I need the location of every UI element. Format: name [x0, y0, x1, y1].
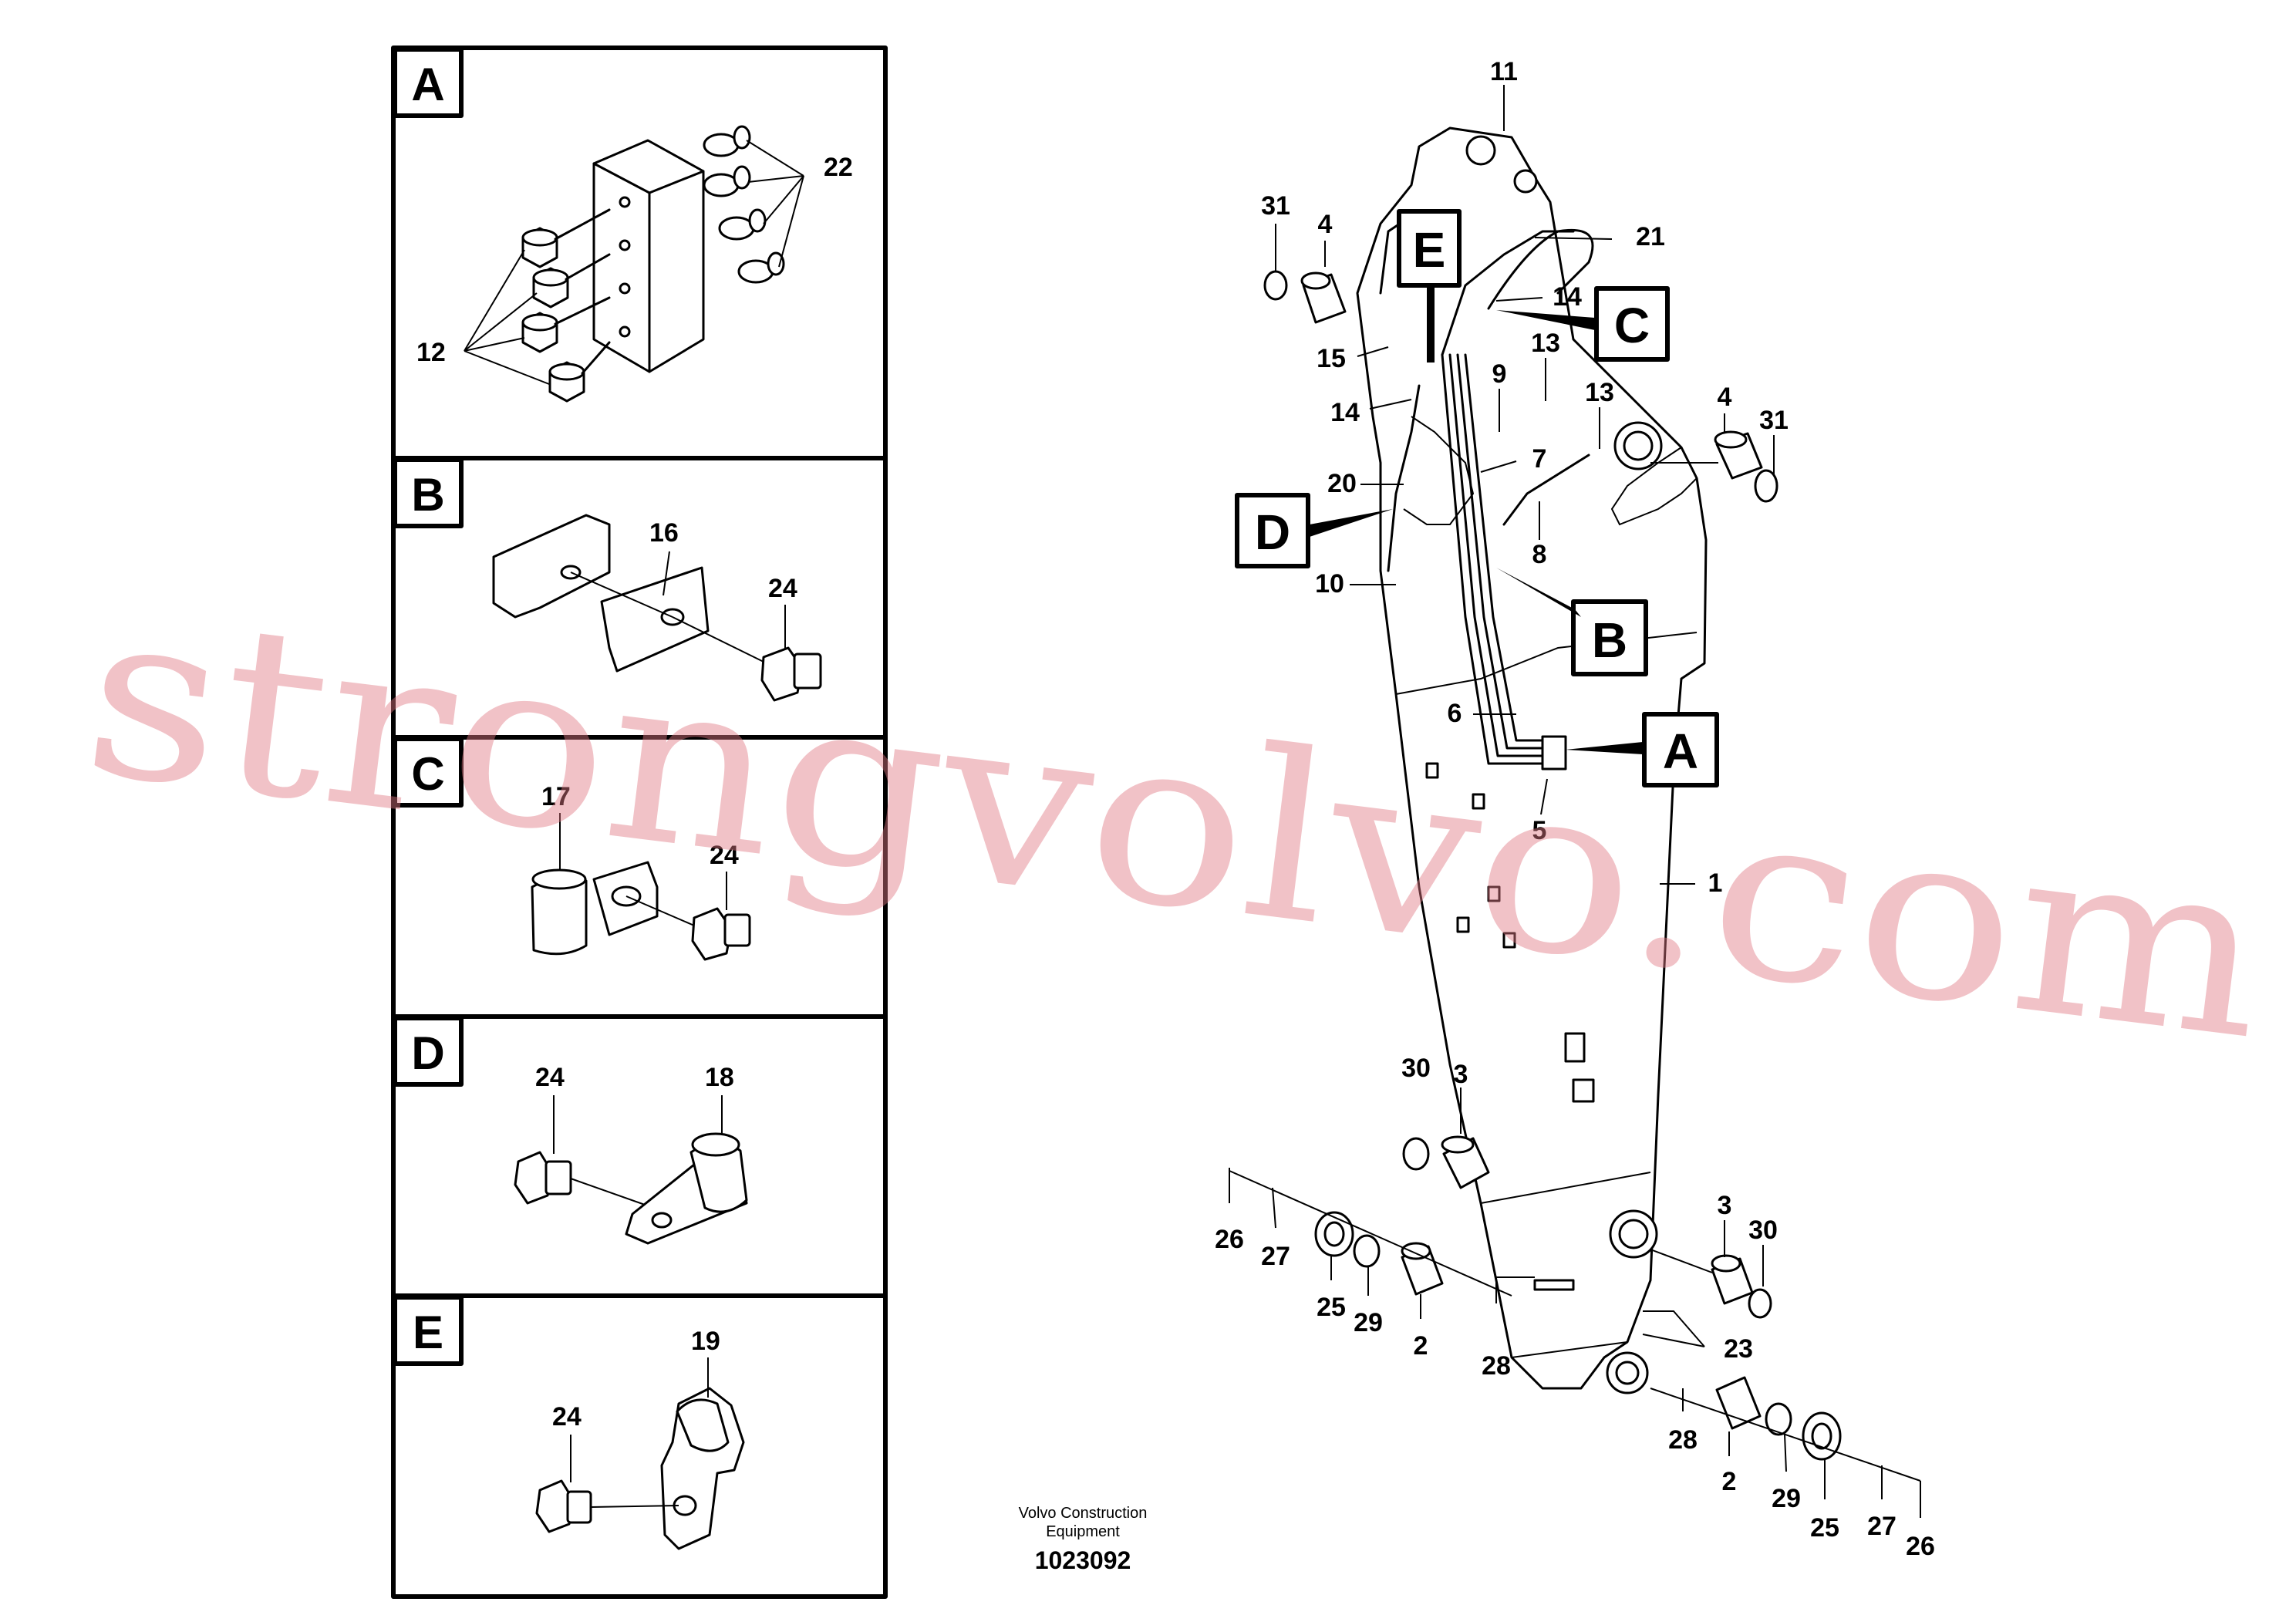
label-2-right: 2 — [1722, 1467, 1737, 1496]
callout-c: C — [1496, 286, 1670, 362]
svg-text:D: D — [1255, 504, 1290, 560]
label-8: 8 — [1532, 540, 1547, 569]
label-13-right: 13 — [1585, 378, 1614, 407]
label-23: 23 — [1724, 1334, 1753, 1364]
label-4-right: 4 — [1718, 383, 1732, 412]
callout-e: E — [1397, 209, 1462, 363]
callout-a: A — [1566, 712, 1719, 787]
svg-text:B: B — [1592, 612, 1627, 668]
label-16: 16 — [649, 518, 679, 548]
upper-pin-assembly — [1263, 270, 1347, 324]
label-14-mid: 14 — [1330, 398, 1360, 427]
label-27-left: 27 — [1261, 1242, 1290, 1271]
label-7: 7 — [1532, 444, 1547, 474]
label-3-left: 3 — [1454, 1060, 1468, 1089]
label-2-left: 2 — [1414, 1331, 1428, 1361]
label-13-top: 13 — [1531, 329, 1560, 358]
label-24-d: 24 — [535, 1063, 565, 1092]
label-26-right: 26 — [1906, 1532, 1935, 1561]
label-24-b: 24 — [768, 574, 797, 603]
label-30-right: 30 — [1748, 1216, 1778, 1245]
svg-text:A: A — [1663, 723, 1698, 779]
panel-e-letter: E — [413, 1307, 443, 1358]
pin-assembly-left — [1229, 1135, 1512, 1297]
label-25-right: 25 — [1810, 1513, 1839, 1543]
part-number-labels: 11 31 4 21 14 15 13 9 14 13 4 31 20 7 8 … — [1215, 57, 1935, 1561]
label-5: 5 — [1532, 816, 1547, 845]
callout-d: D — [1235, 493, 1393, 568]
label-24-e: 24 — [552, 1402, 582, 1431]
label-19: 19 — [691, 1327, 720, 1356]
panel-d-letter: D — [411, 1027, 444, 1079]
label-14-top: 14 — [1553, 282, 1582, 312]
label-21: 21 — [1636, 222, 1665, 251]
label-27-right: 27 — [1867, 1512, 1896, 1541]
label-15: 15 — [1317, 344, 1346, 373]
label-26-left: 26 — [1215, 1225, 1244, 1254]
document-number: 1023092 — [1035, 1546, 1131, 1574]
label-25-left: 25 — [1317, 1293, 1346, 1322]
fitting-12 — [521, 208, 611, 403]
fitting-22 — [703, 125, 785, 284]
boom-arm — [1356, 126, 1708, 1394]
label-22: 22 — [824, 153, 853, 182]
panel-d: D 24 18 — [393, 1016, 748, 1245]
label-1: 1 — [1708, 868, 1723, 898]
svg-text:E: E — [1413, 222, 1446, 278]
label-9: 9 — [1492, 359, 1507, 389]
caption-line-1: Volvo Construction — [1019, 1505, 1148, 1522]
label-11: 11 — [1490, 57, 1518, 86]
label-10: 10 — [1315, 569, 1344, 599]
callout-b: B — [1496, 568, 1648, 676]
label-18: 18 — [705, 1063, 734, 1092]
label-24-c: 24 — [710, 841, 739, 870]
panel-b: B 16 24 — [393, 457, 822, 702]
caption-line-2: Equipment — [1046, 1523, 1120, 1540]
label-29-right: 29 — [1772, 1484, 1801, 1513]
svg-text:C: C — [1614, 298, 1650, 353]
panel-c: C 17 24 — [393, 737, 751, 961]
label-6: 6 — [1448, 699, 1462, 728]
caption: Volvo Construction Equipment 1023092 — [1019, 1505, 1148, 1574]
panel-a-letter: A — [411, 59, 444, 110]
label-28-right: 28 — [1668, 1425, 1698, 1455]
panel-c-letter: C — [411, 748, 444, 800]
label-12: 12 — [416, 338, 446, 367]
label-4: 4 — [1318, 210, 1333, 239]
pin-assembly-right — [1650, 430, 1921, 1482]
label-30-left: 30 — [1401, 1054, 1431, 1083]
label-3-right: 3 — [1718, 1191, 1732, 1220]
label-31-right: 31 — [1759, 406, 1789, 435]
label-28-left: 28 — [1482, 1351, 1511, 1381]
label-20: 20 — [1327, 469, 1357, 498]
label-29-left: 29 — [1354, 1308, 1383, 1337]
label-17: 17 — [541, 782, 571, 811]
panel-a: A 22 12 — [393, 47, 853, 403]
label-31: 31 — [1261, 191, 1290, 221]
watermark: strongvolvo.com — [72, 557, 2279, 1091]
panel-b-letter: B — [411, 469, 444, 521]
panel-e: E 19 24 — [393, 1295, 745, 1550]
detail-panels — [391, 46, 888, 1599]
